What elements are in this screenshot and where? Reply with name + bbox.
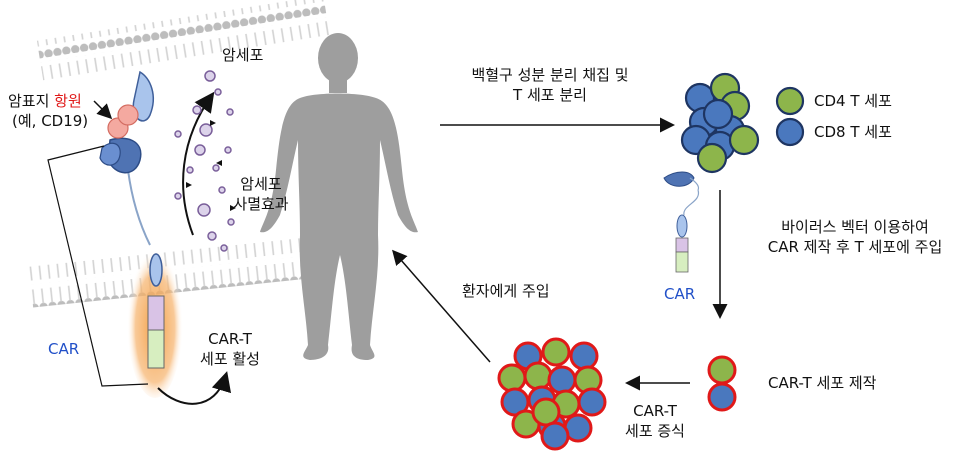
antigen-pointer-arrow bbox=[93, 100, 113, 120]
car-label-left: CAR bbox=[48, 340, 80, 358]
killing-arrow bbox=[182, 91, 215, 236]
arrow-infuse bbox=[392, 249, 491, 363]
activation-label-line2: 세포 활성 bbox=[200, 350, 260, 368]
killing-effect-label-line1: 암세포 bbox=[240, 175, 282, 193]
granule-release-marks bbox=[186, 120, 236, 211]
legend-cd8-label: CD8 T 세포 bbox=[814, 123, 892, 141]
car-bracket bbox=[47, 145, 149, 387]
tumor-antigen bbox=[107, 104, 139, 139]
tumor-antigen-label-highlight: 항원 bbox=[54, 92, 82, 110]
expanded-car-t-cluster bbox=[497, 337, 607, 451]
legend-cd4-label: CD4 T 세포 bbox=[814, 92, 892, 110]
legend-cd8-swatch bbox=[775, 117, 805, 147]
car-construct-icon bbox=[663, 171, 700, 273]
cell-membrane-bottom bbox=[28, 235, 332, 308]
activation-label-line1: CAR-T bbox=[208, 330, 252, 348]
cancer-cell-label: 암세포 bbox=[222, 46, 264, 64]
cytotoxic-granules bbox=[174, 70, 235, 252]
tumor-antigen-example: (예, CD19) bbox=[12, 112, 89, 130]
t-cell-cluster bbox=[680, 72, 760, 174]
step-engineer-label-line1: 바이러스 벡터 이용하여 bbox=[781, 218, 929, 236]
step-collect-label-line1: 백혈구 성분 분리 채집 및 bbox=[471, 66, 629, 84]
tumor-antigen-label: 암표지 항원 bbox=[8, 92, 82, 111]
car-label-right: CAR bbox=[664, 285, 696, 303]
killing-effect-label-line2: 사멸효과 bbox=[233, 195, 289, 213]
cell-membrane-top bbox=[36, 0, 330, 81]
tumor-antigen-label-prefix: 암표지 bbox=[8, 92, 55, 110]
car-t-cell-pair bbox=[707, 355, 737, 412]
step-collect-label-line2: T 세포 분리 bbox=[513, 86, 587, 104]
car-receptor bbox=[99, 70, 165, 369]
activation-arrow bbox=[157, 371, 232, 405]
expansion-label-line2: 세포 증식 bbox=[625, 422, 685, 440]
patient-body-silhouette bbox=[260, 33, 418, 360]
car-t-production-label: CAR-T 세포 제작 bbox=[768, 374, 877, 392]
legend-cd4-swatch bbox=[775, 86, 805, 116]
expansion-label-line1: CAR-T bbox=[633, 402, 677, 420]
step-engineer-label-line2: CAR 제작 후 T 세포에 주입 bbox=[767, 238, 943, 256]
infusion-label: 환자에게 주입 bbox=[462, 282, 550, 300]
